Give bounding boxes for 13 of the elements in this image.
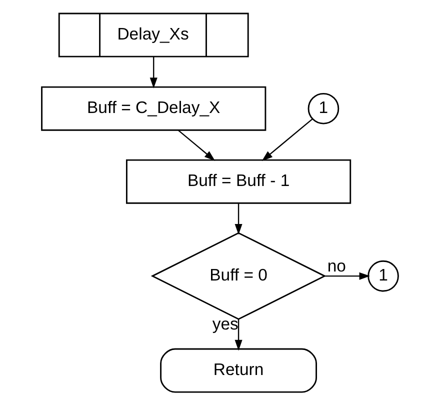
node-box: Buff = Buff - 1 [125, 159, 351, 204]
node-diamond: Buff = 0 [150, 232, 326, 320]
node-box: Return [160, 348, 316, 393]
arrow [261, 118, 312, 162]
arrow [324, 272, 370, 280]
arrow [177, 130, 215, 161]
node-circle: 1 [307, 92, 339, 124]
node-circle: 1 [367, 260, 398, 292]
arrow [234, 203, 242, 235]
node-box: Buff = C_Delay_X [40, 86, 266, 131]
arrow [234, 320, 242, 351]
arrow [149, 56, 157, 88]
edge-label: no [326, 256, 346, 276]
